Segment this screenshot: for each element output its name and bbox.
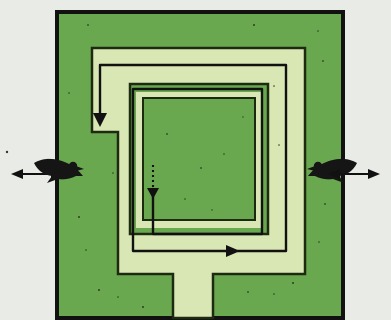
center-green-panel [143,98,255,220]
tiny-dot-left [6,151,8,153]
